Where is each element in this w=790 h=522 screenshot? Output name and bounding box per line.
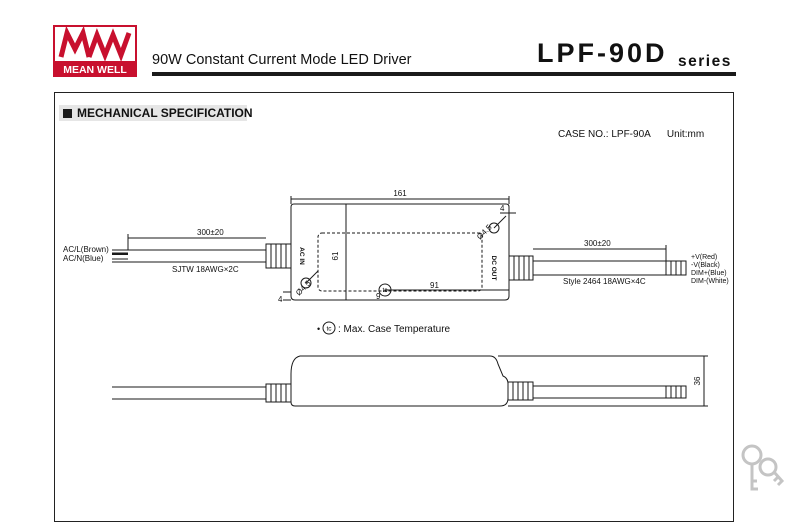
- mount-hole-bottom-icon: [300, 277, 312, 289]
- dim-offset-top: 4: [500, 204, 505, 213]
- dim-output-cable: 300±20: [584, 239, 611, 248]
- output-label-dim-pos: DIM+(Blue): [691, 270, 727, 277]
- side-output-strain-relief: [507, 381, 534, 401]
- dim-offset-bottom: 4: [278, 295, 283, 304]
- tc-note: : Max. Case Temperature: [338, 324, 451, 335]
- dim-length: 161: [393, 189, 407, 198]
- section-header: [59, 105, 247, 121]
- output-label-neg: -V(Black): [691, 262, 720, 269]
- case-side-outline: [290, 355, 509, 407]
- mean-well-logo: MEAN WELL: [53, 25, 137, 77]
- series-label: series: [678, 53, 732, 70]
- ac-in-marking: AC IN: [298, 247, 305, 265]
- input-label-neutral: AC/N(Blue): [63, 254, 104, 263]
- case-top-outline: [290, 203, 510, 301]
- tc-legend-icon: [322, 321, 336, 335]
- tc-bullet: •: [317, 324, 320, 334]
- dim-thickness: 36: [693, 376, 702, 385]
- side-input-strain-relief: [265, 383, 292, 403]
- dc-out-marking: DC OUT: [490, 256, 497, 281]
- model-name: LPF-90D: [537, 38, 668, 68]
- mechanical-drawing: 161 4 300±20 300±20 61 91 9 Ø4.5 Ø4.5 4 …: [63, 189, 729, 407]
- case-inner-label-area: [317, 232, 483, 292]
- input-cable-spec: SJTW 18AWG×2C: [172, 265, 239, 274]
- section-title: MECHANICAL SPECIFICATION: [77, 106, 253, 120]
- header-rule: [152, 72, 736, 76]
- key-icon: [741, 444, 785, 491]
- mount-hole-top-icon: [488, 222, 500, 234]
- tc-symbol: tc: [382, 287, 388, 294]
- section-bullet-icon: [63, 109, 72, 118]
- dim-tc-y: 9: [376, 292, 381, 301]
- dim-tc-x: 91: [430, 281, 439, 290]
- output-label-pos: +V(Red): [691, 254, 717, 261]
- output-label-dim-neg: DIM-(White): [691, 278, 729, 285]
- logo-text: MEAN WELL: [63, 64, 127, 76]
- input-strain-relief: [265, 243, 292, 269]
- input-label-live: AC/L(Brown): [63, 245, 109, 254]
- product-subtitle: 90W Constant Current Mode LED Driver: [152, 52, 412, 68]
- output-cable-spec: Style 2464 18AWG×4C: [563, 277, 646, 286]
- output-strain-relief: [508, 255, 534, 281]
- tc-legend-symbol: tc: [326, 326, 332, 333]
- dim-height: 61: [331, 251, 340, 260]
- dim-input-cable: 300±20: [197, 228, 224, 237]
- case-info: CASE NO.: LPF-90A Unit:mm: [558, 129, 705, 140]
